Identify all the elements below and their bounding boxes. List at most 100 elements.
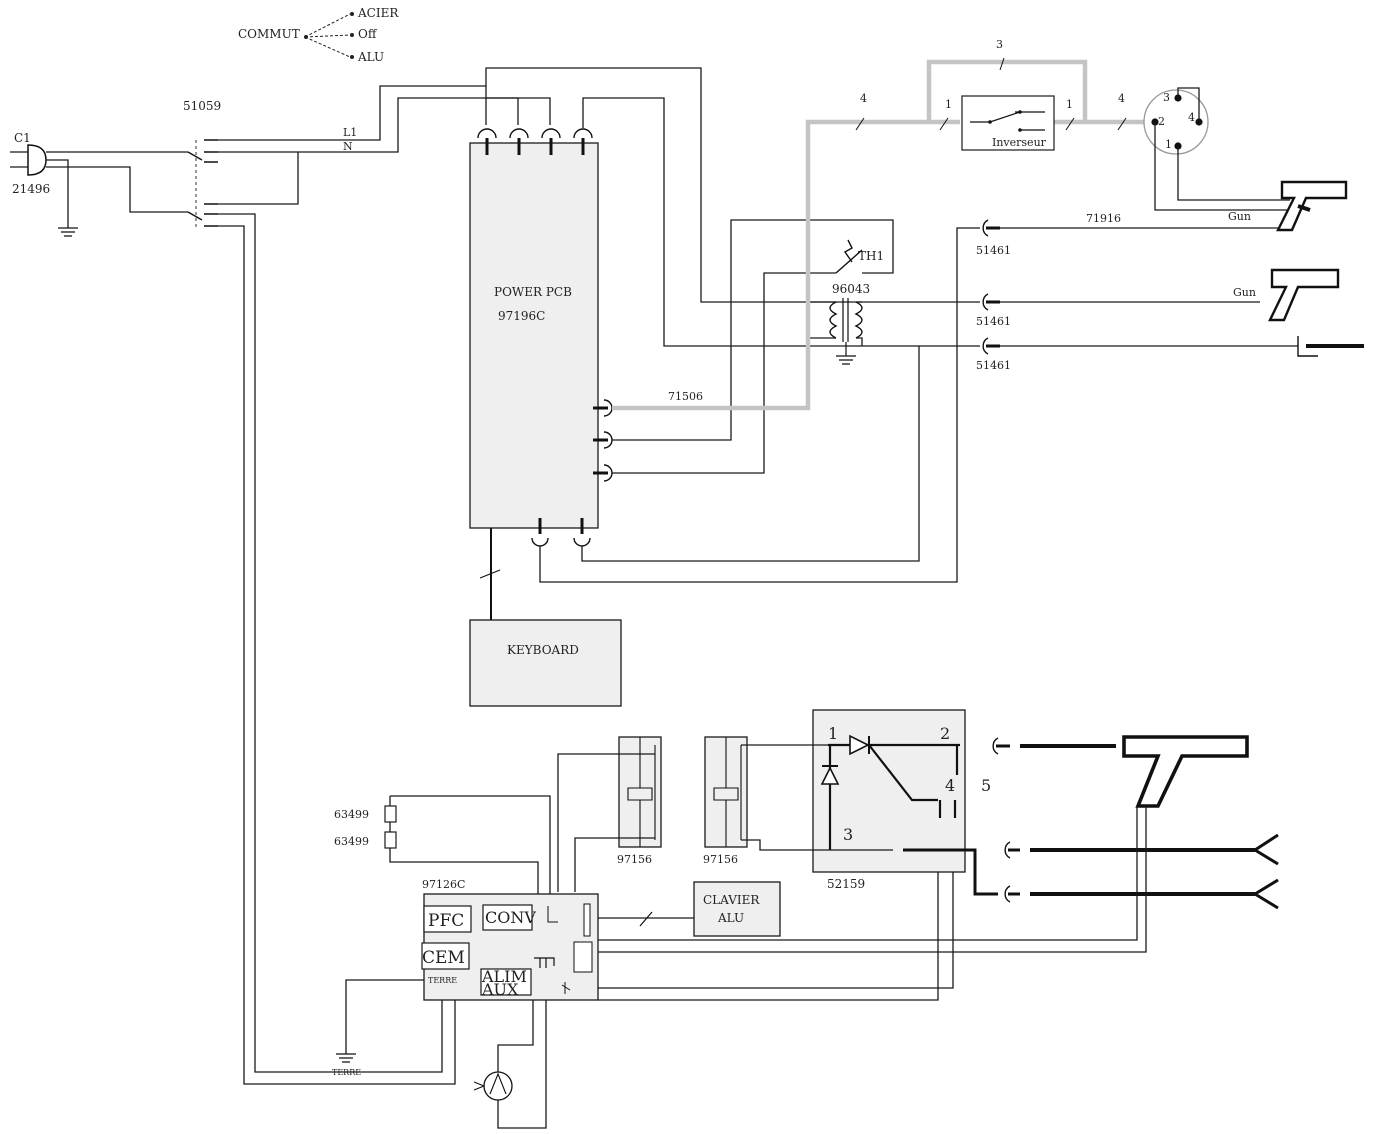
pfc-box (423, 905, 472, 933)
gun-connector: 3 4 2 1 (1143, 87, 1290, 211)
output-sockets: 71916 51461 51461 51461 (976, 212, 1298, 372)
control-pcb: 97126C PFC CONV CEM ALIM AUX TERRE TERRE (332, 878, 694, 1077)
cem-label: CEM (422, 948, 465, 968)
connector-pin-4: 4 (1188, 111, 1195, 124)
commut-selector: COMMUT ACIER Off ALU (238, 6, 399, 64)
main-switch (187, 139, 218, 230)
power-pcb-top-terminals (477, 128, 593, 155)
clamp-icon (1297, 336, 1318, 357)
keyboard-label: KEYBOARD (507, 643, 579, 657)
wire-4b-label: 4 (1118, 92, 1125, 105)
socket-2-ref: 51461 (976, 315, 1011, 328)
wire-3-label: 3 (996, 38, 1003, 51)
resistors: 63499 63499 (334, 795, 551, 894)
connector-body (1143, 89, 1209, 155)
inverseur-pin-left: 1 (945, 98, 952, 111)
alim-label: ALIM (481, 967, 527, 986)
inverseur-label: Inverseur (992, 136, 1047, 149)
line-label-l1: L1 (343, 126, 357, 139)
mains-input: C1 21496 51059 L1 N (10, 67, 980, 1085)
resistor-2 (384, 831, 397, 849)
terre-label: TERRE (428, 976, 457, 985)
rectifier-pin-3: 3 (843, 825, 853, 844)
power-pcb: POWER PCB 97196C (469, 97, 980, 620)
diode-icon (849, 734, 870, 756)
rectifier-pin-2: 2 (940, 724, 950, 743)
transformer: 96043 TH1 (810, 239, 884, 365)
inverseur-pin-right: 1 (1066, 98, 1073, 111)
connector-pin-1: 1 (1165, 138, 1172, 151)
clavier-alu: CLAVIER ALU (693, 881, 781, 937)
thermal-label: TH1 (858, 249, 884, 263)
cable-end-icon (1254, 833, 1279, 910)
transformer-ground-icon (836, 342, 856, 365)
control-pcb-ref: 97126C (422, 878, 465, 891)
alim-box (480, 968, 532, 996)
resistor-2-ref: 63499 (334, 835, 369, 848)
cem-box (421, 942, 470, 970)
conv-label: CONV (485, 908, 536, 927)
power-pcb-box (469, 142, 599, 529)
commut-option-acier: ACIER (357, 6, 399, 20)
keyboard-box (469, 619, 622, 707)
commut-option-alu: ALU (357, 50, 384, 64)
power-pcb-side-terminals (593, 399, 613, 482)
relay-1-ref: 97156 (617, 853, 652, 866)
aux-label: AUX (481, 980, 519, 999)
fan-motor (473, 1000, 547, 1129)
socket-1-ref: 51461 (976, 244, 1011, 257)
torch-gun-2: Gun (1233, 268, 1340, 322)
lower-outputs (598, 735, 1279, 953)
grey-cables: 71506 3 4 4 (612, 38, 1160, 411)
conv-box (482, 904, 533, 931)
keyboard: KEYBOARD (469, 619, 622, 707)
work-clamp (1297, 336, 1364, 357)
rectifier-ref: 52159 (827, 877, 865, 891)
thermal-switch-icon (835, 239, 863, 274)
commut-label: COMMUT (238, 27, 300, 41)
clavier-box (693, 881, 781, 937)
resistor-1 (384, 805, 397, 823)
inverseur-box (961, 95, 1055, 151)
ground-label: TERRE (332, 1068, 361, 1077)
connector-pin-3: 3 (1163, 91, 1170, 104)
line-label-n: N (343, 140, 353, 153)
gun-1-label: Gun (1228, 210, 1251, 223)
clavier-line1: CLAVIER (703, 893, 760, 907)
clavier-line2: ALU (717, 911, 744, 925)
power-pcb-ref: 97196C (498, 309, 545, 323)
resistor-1-ref: 63499 (334, 808, 369, 821)
torch-gun-1: Gun (1228, 180, 1348, 232)
diode-2-icon (820, 766, 840, 785)
fan-icon (483, 1071, 513, 1101)
plug-label: C1 (14, 131, 31, 145)
rectifier-pin-5: 5 (981, 776, 991, 795)
wire-71506-label: 71506 (668, 390, 703, 403)
transformer-ref: 96043 (832, 282, 870, 296)
switch-ref: 51059 (183, 99, 221, 113)
rectifier-box (812, 709, 966, 873)
gun-3-icon (1122, 735, 1249, 808)
wire-4a-label: 4 (860, 92, 867, 105)
rectifier-pin-1: 1 (828, 724, 838, 743)
gun-2-label: Gun (1233, 286, 1256, 299)
pfc-label: PFC (428, 911, 464, 931)
gun-2-icon (1268, 268, 1340, 322)
plug-ref: 21496 (12, 182, 50, 196)
mains-plug-icon (27, 144, 47, 176)
pcb-ground-icon (336, 1053, 356, 1063)
wire-71916-label: 71916 (1086, 212, 1121, 225)
commut-option-off: Off (358, 27, 378, 41)
power-pcb-title: POWER PCB (494, 285, 572, 299)
inverseur: 1 1 Inverseur (945, 95, 1073, 151)
relay-2-ref: 97156 (703, 853, 738, 866)
ground-icon (58, 227, 78, 237)
socket-3-ref: 51461 (976, 359, 1011, 372)
rectifier-pin-4: 4 (945, 776, 955, 795)
rectifier-block: 1 2 3 4 5 52159 (598, 709, 998, 1001)
gun-1-icon (1276, 180, 1348, 232)
power-pcb-bottom-terminals (531, 518, 591, 547)
connector-pin-2: 2 (1158, 115, 1165, 128)
relays: 97156 97156 (557, 736, 748, 892)
